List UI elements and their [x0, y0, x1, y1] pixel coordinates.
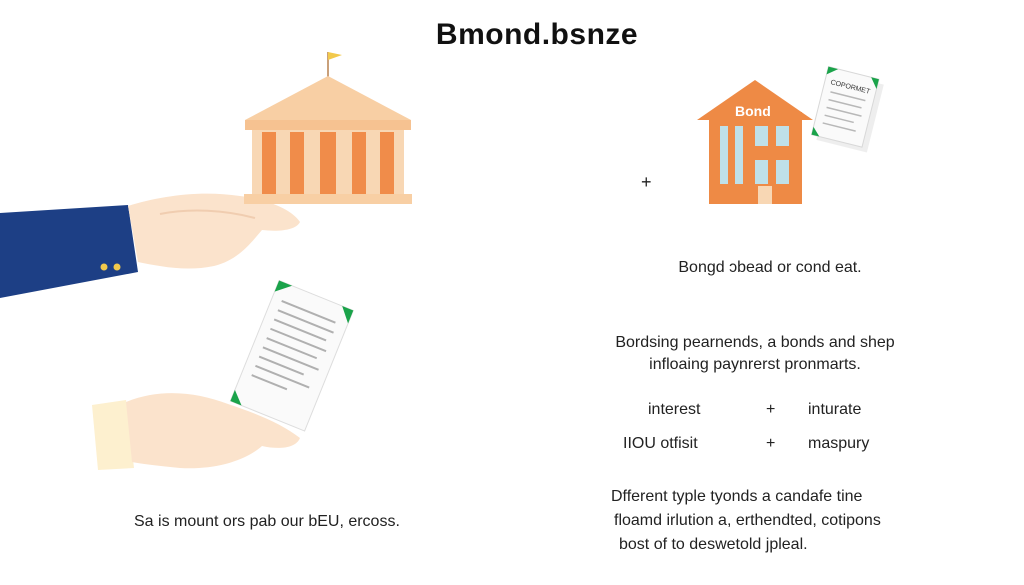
- description-line-2: infloaing paynrerst pronmarts.: [649, 356, 861, 373]
- flag-icon: [328, 52, 342, 60]
- page-title: Bmond.bsnze: [435, 18, 639, 51]
- cuff-icon: [92, 400, 134, 470]
- table-row-2-op: +: [766, 435, 776, 452]
- certificate-icon: [810, 66, 884, 153]
- table-row-1-op: +: [766, 401, 776, 418]
- left-caption: Sa is mount ors pab our bEU, ercoss.: [134, 513, 400, 530]
- description-line-1: Bordsing pearnends, a bonds and shep: [615, 334, 895, 351]
- bond-building-icon: [697, 80, 813, 204]
- footer-line-1: Dfferent typle tyonds a candafe tine: [611, 488, 863, 505]
- building-sign-label: Bond: [735, 103, 771, 119]
- table-row-1-right: inturate: [808, 401, 862, 418]
- plus-sign: +: [641, 172, 652, 192]
- footer-line-3: bost of to deswetold jpleal.: [619, 536, 808, 553]
- table-row-2-right: maspury: [808, 435, 870, 452]
- bond-document-icon: [229, 279, 354, 432]
- open-hand-icon: [128, 193, 300, 269]
- table-row-2-left: IIOU otfisit: [623, 435, 698, 452]
- footer-line-2: floamd irlution a, erthendted, cotipons: [614, 512, 881, 529]
- suit-sleeve-icon: [0, 205, 138, 298]
- receiving-hand-icon: [126, 393, 300, 469]
- right-caption: Bongd ɔbead or cond eat.: [678, 259, 862, 276]
- table-row-1-left: interest: [648, 401, 701, 418]
- bank-building-icon: [244, 52, 412, 204]
